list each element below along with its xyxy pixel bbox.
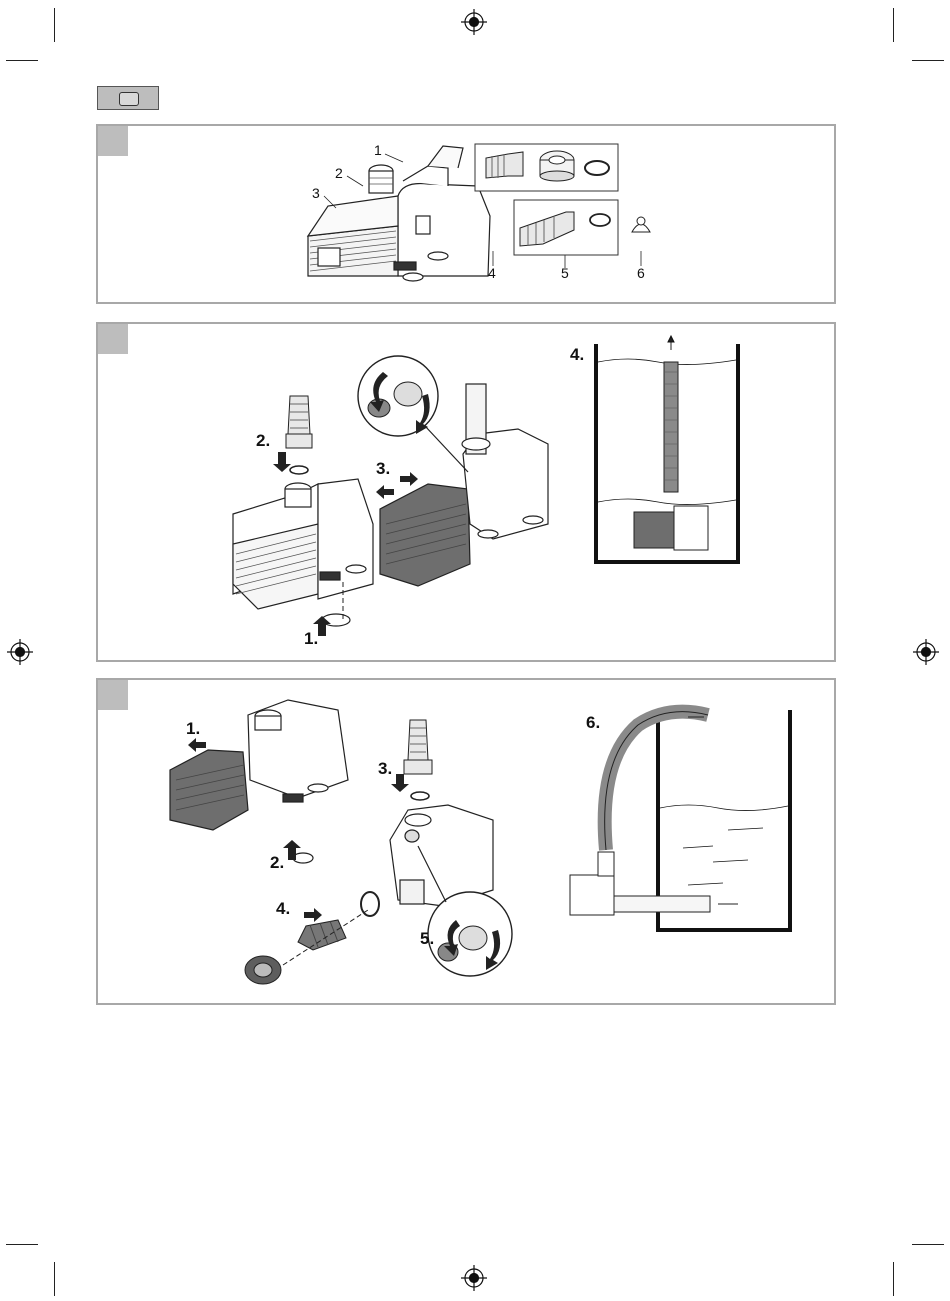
adapter-step3-icon: [404, 720, 432, 774]
callout-5: 5: [561, 265, 569, 281]
parts-illustration: 1 2 3 4 5 6: [98, 126, 838, 306]
suction-foot-icon: [632, 217, 650, 232]
arrow-down-icon: [391, 774, 409, 792]
panel-parts-overview: 1 2 3 4 5 6: [96, 124, 836, 304]
panel-assembly: 2. 1. 3. 4.: [96, 322, 836, 662]
assembly-illustration: 2. 1. 3. 4.: [98, 324, 838, 664]
arrow-down-icon: [273, 452, 291, 472]
panel-connection: 1. 2. 3. 4. 5. 6.: [96, 678, 836, 1005]
step-1-label: 1.: [186, 719, 200, 738]
connection-illustration: 1. 2. 3. 4. 5. 6.: [98, 680, 838, 1007]
pump-motor-icon: [462, 384, 548, 539]
union-nut-icon: [540, 151, 574, 181]
registration-mark-bottom-icon: [461, 1265, 487, 1291]
pump-body-icon: [248, 700, 348, 863]
callout-2: 2: [335, 165, 343, 181]
step-6-label: 6.: [586, 713, 600, 732]
arrow-right-icon: [304, 908, 322, 922]
arrow-left-icon: [188, 738, 206, 752]
step-2-label: 2.: [270, 853, 284, 872]
callout-3: 3: [312, 185, 320, 201]
step-2-label: 2.: [256, 431, 270, 450]
o-ring-step2: [290, 466, 308, 474]
step-4-label: 4.: [570, 345, 584, 364]
registration-mark-top-icon: [461, 9, 487, 35]
water-tank-hose-icon: [570, 710, 790, 930]
step-3-label: 3.: [376, 459, 390, 478]
adapter-step2-icon: [286, 396, 312, 448]
filter-cover-removed-icon: [170, 750, 248, 830]
water-tank-icon: [596, 336, 738, 562]
hose-adapter-step4-icon: [298, 920, 346, 950]
flag-placeholder-icon: [119, 92, 139, 106]
step-1-label: 1.: [304, 629, 318, 648]
callout-4: 4: [488, 265, 496, 281]
arrow-right-icon: [400, 472, 418, 486]
callout-6: 6: [637, 265, 645, 281]
filter-cover-dark-icon: [380, 484, 470, 586]
union-nut-step4-icon: [245, 956, 281, 984]
arrow-left-icon: [376, 485, 394, 499]
language-indicator-box: [97, 86, 159, 110]
pump-body-icon: [233, 479, 373, 626]
pump-unit-center-icon: [390, 805, 493, 906]
step-4-label: 4.: [276, 899, 290, 918]
step-3-label: 3.: [378, 759, 392, 778]
step-5-label: 5.: [420, 929, 434, 948]
callout-1: 1: [374, 142, 382, 158]
registration-mark-right-icon: [913, 639, 939, 665]
o-ring-step3: [411, 792, 429, 800]
registration-mark-left-icon: [7, 639, 33, 665]
